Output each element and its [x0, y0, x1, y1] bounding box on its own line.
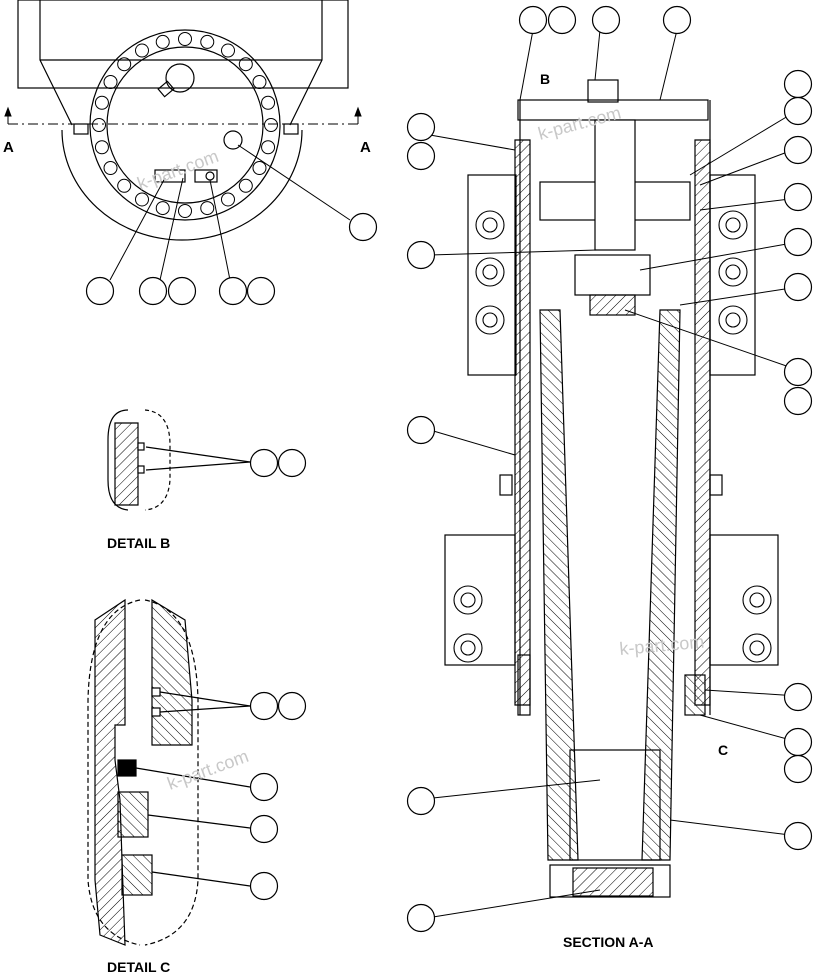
bolt-hole — [261, 140, 276, 155]
flange-bolt — [742, 585, 772, 615]
callout-circle — [406, 112, 436, 142]
callout-circle — [783, 182, 813, 212]
watermark-4: k-part.com — [165, 746, 252, 794]
callout-circle — [406, 240, 436, 270]
bolt-hole — [264, 118, 278, 132]
callout-circle — [783, 682, 813, 712]
section-a-a — [444, 79, 779, 898]
bolt-hole — [155, 34, 170, 49]
bolt-hole — [103, 161, 118, 175]
bolt-hole — [117, 178, 132, 193]
section-line — [4, 106, 362, 125]
flange-bolt — [718, 257, 748, 287]
flange-bolt-inner — [725, 217, 741, 233]
bolt-hole — [221, 192, 235, 207]
section-caption: SECTION A-A — [563, 934, 653, 950]
bolt-hole — [92, 118, 106, 132]
flange-bolt-inner — [460, 640, 476, 656]
section-leaders — [429, 29, 799, 918]
callout-circle — [783, 357, 813, 387]
bolt-hole — [135, 192, 149, 207]
bolt-hole — [117, 57, 132, 72]
watermark-3: k-part.com — [619, 632, 705, 659]
callout-circle — [138, 276, 168, 306]
bolt-hole — [221, 43, 235, 58]
flange-bolt — [475, 305, 505, 335]
flange-bolt — [718, 210, 748, 240]
flange-bolt — [475, 210, 505, 240]
detail-b-marker: B — [540, 71, 550, 87]
bolt-hole — [155, 201, 170, 216]
callout-circle — [249, 691, 279, 721]
flange-bolt-inner — [725, 312, 741, 328]
bolt-hole — [178, 32, 192, 46]
detail-b-caption: DETAIL B — [107, 535, 170, 551]
callout-circle — [249, 448, 279, 478]
flange-bolt-inner — [482, 217, 498, 233]
section-a-right-label: A — [360, 139, 371, 156]
bolt-hole — [135, 43, 149, 58]
callout-circle — [783, 727, 813, 757]
callout-circle — [662, 5, 692, 35]
callout-circle — [406, 903, 436, 933]
callout-circle — [783, 272, 813, 302]
callout-circle — [249, 871, 279, 901]
callout-circle — [277, 691, 307, 721]
callout-circle — [348, 212, 378, 242]
flange-bolt-inner — [725, 264, 741, 280]
flange-bolt-inner — [482, 264, 498, 280]
section-a-left-label: A — [3, 139, 14, 156]
callout-circle — [167, 276, 197, 306]
flange-bolt — [453, 633, 483, 663]
callout-circle — [246, 276, 276, 306]
bolt-ring — [92, 32, 278, 218]
bolt-hole — [252, 75, 267, 89]
top-view — [17, 0, 349, 241]
bolt-hole — [200, 201, 215, 216]
callout-circle — [518, 5, 548, 35]
detail-c — [87, 598, 251, 946]
callout-circles — [85, 5, 813, 933]
flange-bolt-inner — [482, 312, 498, 328]
detail-c-marker: C — [718, 742, 728, 758]
callout-circle — [783, 69, 813, 99]
flange-bolt-inner — [749, 640, 765, 656]
bolt-hole — [252, 161, 267, 175]
bolt-hole — [200, 34, 215, 49]
callout-circle — [783, 135, 813, 165]
callout-circle — [783, 754, 813, 784]
callout-circle — [783, 821, 813, 851]
bolt-hole — [261, 95, 276, 110]
flange-bolt-inner — [460, 592, 476, 608]
callout-circle — [783, 227, 813, 257]
callout-circle — [547, 5, 577, 35]
bolt-hole — [103, 75, 118, 89]
callout-circle — [591, 5, 621, 35]
flange-bolt — [718, 305, 748, 335]
callout-circle — [783, 96, 813, 126]
callout-circle — [783, 386, 813, 416]
flange-bolt-inner — [749, 592, 765, 608]
flange-bolt — [453, 585, 483, 615]
callout-circle — [249, 814, 279, 844]
callout-circle — [277, 448, 307, 478]
bolt-hole — [238, 178, 253, 193]
callout-circle — [218, 276, 248, 306]
detail-b — [107, 409, 251, 511]
detail-c-caption: DETAIL C — [107, 959, 170, 975]
flange-bolts — [453, 210, 772, 663]
flange-bolt — [475, 257, 505, 287]
top-view-leaders — [109, 144, 351, 281]
flange-bolt — [742, 633, 772, 663]
bolt-hole — [238, 57, 253, 72]
callout-circle — [249, 772, 279, 802]
bolt-hole — [178, 204, 192, 218]
callout-circle — [406, 786, 436, 816]
callout-circle — [406, 141, 436, 171]
callout-circle — [85, 276, 115, 306]
bolt-hole — [94, 95, 109, 110]
bolt-hole — [94, 140, 109, 155]
callout-circle — [406, 415, 436, 445]
